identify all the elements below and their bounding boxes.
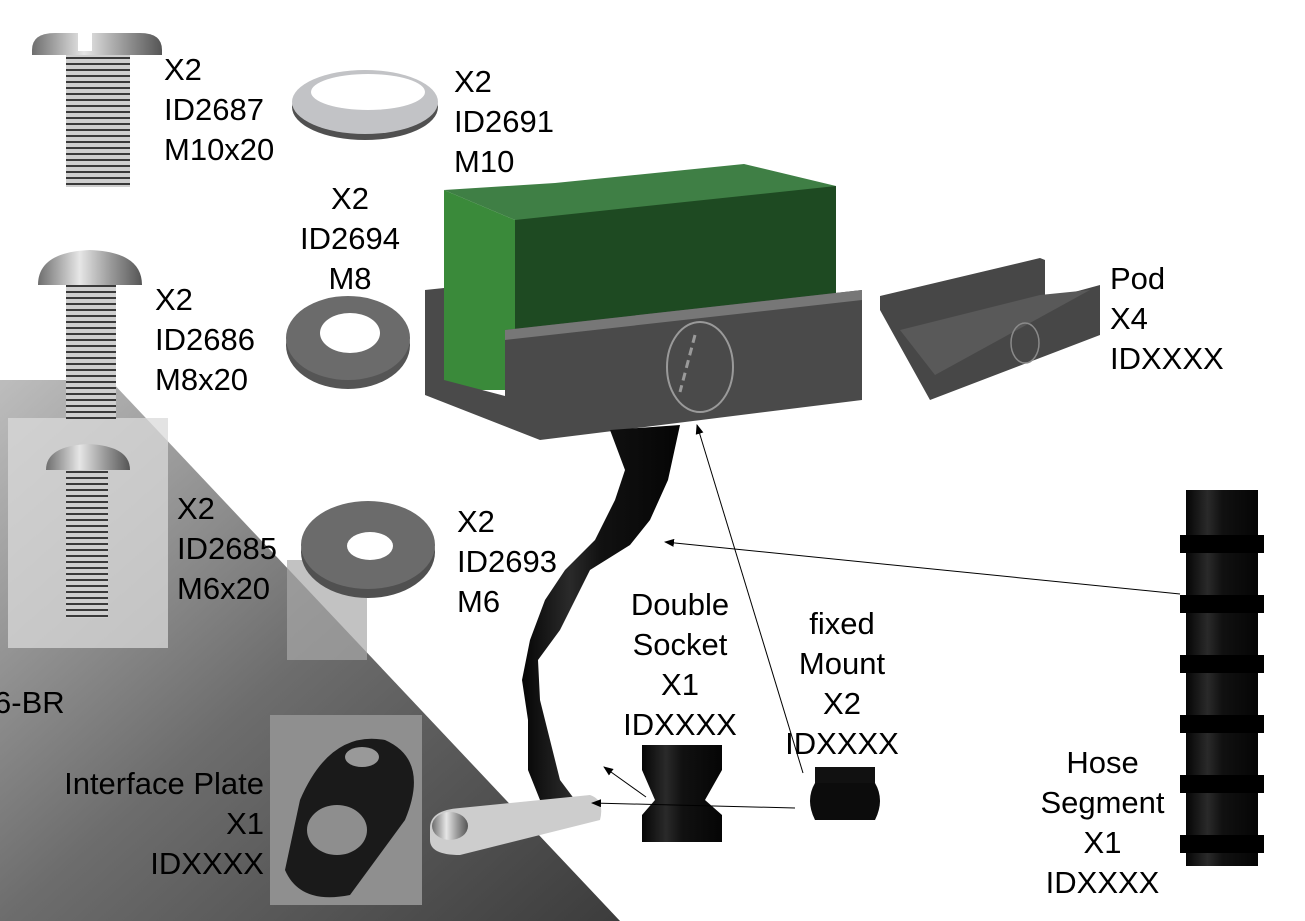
interface-plate-image [285, 738, 414, 898]
label-washer-m8: X2 ID2694 M8 [290, 179, 410, 299]
qty: X4 [1110, 301, 1148, 336]
part-id: IDXXXX [623, 707, 737, 742]
label-fixed-mount: fixed Mount X2 IDXXXX [772, 604, 912, 764]
part-name: Mount [798, 646, 886, 681]
fixed-mount-image [810, 767, 880, 820]
background-text: 6-BR [0, 685, 65, 720]
label-interface-plate: Interface Plate X1 IDXXXX [40, 764, 264, 884]
qty: X1 [226, 806, 264, 841]
part-name: Pod [1110, 261, 1166, 296]
hose-assembly-image [522, 425, 680, 800]
qty: X1 [661, 667, 699, 702]
size: M10x20 [164, 132, 275, 167]
label-washer-m6: X2 ID2693 M6 [457, 502, 557, 622]
qty: X2 [454, 64, 492, 99]
double-socket-image [642, 745, 722, 842]
part-id: IDXXXX [1045, 865, 1160, 900]
part-id: IDXXXX [150, 846, 264, 881]
label-washer-m10: X2 ID2691 M10 [454, 62, 554, 182]
leader-fixed-mount-bottom [591, 799, 796, 809]
label-screw-m8: X2 ID2686 M8x20 [155, 280, 255, 400]
size: M10 [454, 144, 515, 179]
washer-m8-image [286, 296, 410, 389]
label-screw-m6: X2 ID2685 M6x20 [177, 489, 277, 609]
hose-segment-image [1180, 490, 1264, 866]
screw-m6-image [46, 444, 130, 618]
part-name: Interface Plate [64, 766, 264, 801]
qty: X2 [457, 504, 495, 539]
washer-m10-image [292, 70, 438, 140]
leader-fixed-mount-top [695, 424, 804, 774]
label-pod: Pod X4 IDXXXX [1110, 259, 1224, 379]
part-name: fixed [809, 606, 875, 641]
mount-bracket-image [430, 795, 602, 855]
washer-m6-image [301, 501, 435, 598]
label-double-socket: Double Socket X1 IDXXXX [610, 585, 750, 745]
green-box-image [444, 164, 836, 390]
part-name: Double [630, 587, 730, 622]
part-name: Hose [1066, 745, 1139, 780]
label-hose-segment: Hose Segment X1 IDXXXX [1030, 743, 1175, 903]
part-id: ID2691 [454, 104, 554, 139]
screw-m8-image [38, 250, 142, 420]
part-id: ID2694 [300, 221, 400, 256]
label-screw-m10: X2 ID2687 M10x20 [164, 50, 274, 170]
part-id: ID2686 [155, 322, 255, 357]
part-name: Socket [632, 627, 728, 662]
qty: X2 [823, 686, 861, 721]
part-id: ID2687 [164, 92, 264, 127]
size: M8x20 [155, 362, 249, 397]
qty: X2 [155, 282, 193, 317]
part-id: ID2685 [177, 531, 277, 566]
size: M6 [457, 584, 501, 619]
part-id: IDXXXX [1110, 341, 1224, 376]
pod-holder-assembled-image [425, 288, 862, 440]
leader-double-socket [603, 766, 647, 798]
size: M8 [328, 261, 372, 296]
part-id: IDXXXX [785, 726, 899, 761]
qty: X2 [331, 181, 369, 216]
pod-image [880, 258, 1100, 400]
qty: X2 [177, 491, 215, 526]
qty: X2 [164, 52, 202, 87]
part-name: Segment [1040, 785, 1165, 820]
size: M6x20 [177, 571, 271, 606]
qty: X1 [1083, 825, 1122, 860]
screw-m10-image [32, 33, 162, 187]
part-id: ID2693 [457, 544, 557, 579]
leader-hose-segment [664, 538, 1181, 595]
